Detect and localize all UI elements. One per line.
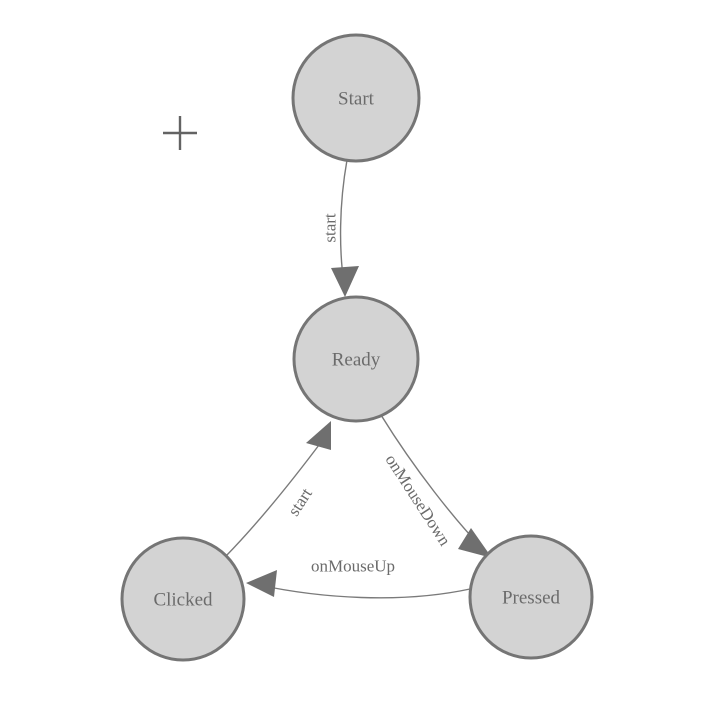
node-pressed-label: Pressed [502,588,561,609]
node-clicked-circle[interactable] [120,536,246,662]
edge-start-to-ready-arrowhead [331,266,359,297]
node-clicked-label: Clicked [153,590,213,611]
edge-pressed-to-clicked-label: onMouseUp [311,557,395,576]
edge-pressed-to-clicked-path [258,584,471,599]
edge-start-to-ready-label: start [321,213,340,243]
edge-pressed-to-clicked-arrowhead [246,570,277,597]
edge-clicked-to-ready-path [225,440,323,557]
node-ready-label: Ready [332,350,381,371]
crosshair-icon [163,116,197,150]
edge-ready-to-pressed[interactable]: onMouseDown [380,414,492,558]
edge-start-to-ready[interactable]: start [321,159,360,297]
node-clicked[interactable]: Clicked [120,536,246,662]
edge-clicked-to-ready-label: start [284,484,316,519]
node-pressed-circle[interactable] [468,534,594,660]
node-start-label: Start [338,89,375,110]
node-ready-circle[interactable] [292,295,420,423]
node-start-circle[interactable] [291,33,421,163]
node-ready[interactable]: Ready [292,295,420,423]
node-start[interactable]: Start [291,33,421,163]
edge-pressed-to-clicked[interactable]: onMouseUp [246,557,471,599]
edge-ready-to-pressed-arrowhead [458,528,492,558]
edge-ready-to-pressed-label: onMouseDown [381,451,454,550]
edge-clicked-to-ready[interactable]: start [225,421,331,557]
node-pressed[interactable]: Pressed [468,534,594,660]
edge-clicked-to-ready-arrowhead [306,421,331,450]
edge-start-to-ready-path [339,159,348,285]
